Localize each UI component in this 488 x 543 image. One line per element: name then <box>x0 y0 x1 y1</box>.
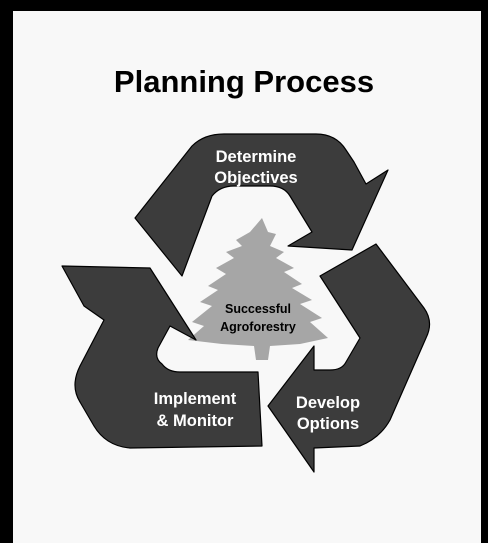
step-label-line1: Determine <box>216 148 297 166</box>
step-label-line1: Implement <box>154 390 237 408</box>
center-label-line1: Successful <box>225 302 291 316</box>
determine-objectives-arrow <box>134 133 389 277</box>
evergreen-tree-icon <box>188 218 328 360</box>
step-label-line2: Options <box>297 415 359 433</box>
develop-options-arrow <box>267 243 431 473</box>
center-label: Successful Agroforestry <box>220 302 296 334</box>
implement-monitor-arrow <box>61 265 263 449</box>
step-implement-monitor: Implement & Monitor <box>154 390 237 430</box>
step-label-line2: Objectives <box>214 169 297 187</box>
step-determine-objectives: Determine Objectives <box>214 148 297 187</box>
step-develop-options: Develop Options <box>296 394 360 433</box>
center-label-line2: Agroforestry <box>220 320 296 334</box>
step-label-line2: & Monitor <box>157 412 235 430</box>
step-label-line1: Develop <box>296 394 360 412</box>
diagram-title: Planning Process <box>113 64 375 99</box>
